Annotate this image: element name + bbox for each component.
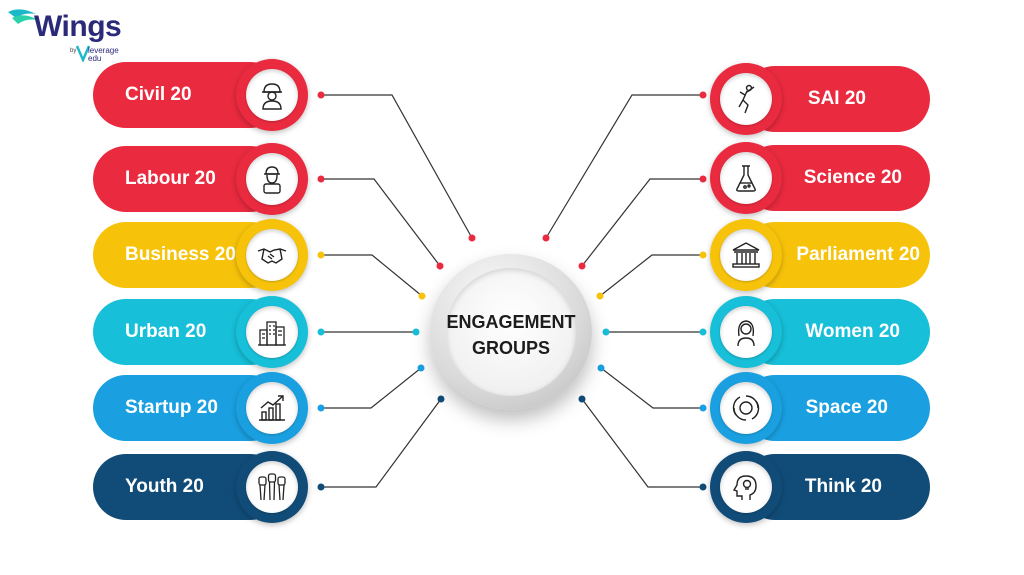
construction-worker-icon — [262, 83, 282, 110]
center-hub: ENGAGEMENT GROUPS — [430, 254, 592, 410]
dot-youth-inner — [437, 395, 445, 403]
dot-space-outer — [699, 404, 707, 412]
connector-science — [581, 178, 703, 267]
wings-logo: Wings by leverage edu — [6, 4, 126, 66]
connector-business — [321, 254, 423, 297]
connector-civil — [321, 94, 473, 239]
logo-sub-brand: leverage edu — [88, 47, 119, 63]
icon-ring-labour-20 — [236, 143, 308, 215]
connector-parliament — [599, 254, 703, 297]
dot-think-outer — [699, 483, 707, 491]
icon-ring-women-20 — [710, 296, 782, 368]
group-label-science-20: Science 20 — [803, 167, 902, 188]
dot-science-outer — [699, 175, 707, 183]
group-label-women-20: Women 20 — [805, 321, 900, 342]
connector-think — [581, 398, 703, 488]
group-label-youth-20: Youth 20 — [125, 476, 204, 497]
group-label-sai-20: SAI 20 — [807, 88, 866, 109]
icon-ring-science-20 — [710, 142, 782, 214]
wings-swoosh-icon — [8, 9, 38, 24]
orbit-icon — [732, 395, 760, 421]
center-title-line1: ENGAGEMENT — [446, 312, 576, 332]
dot-science-inner — [578, 262, 586, 270]
group-label-urban-20: Urban 20 — [125, 321, 207, 342]
dot-labour-outer — [317, 175, 325, 183]
logo-sub-brand-line2: edu — [88, 54, 102, 63]
group-label-think-20: Think 20 — [804, 476, 882, 497]
connector-sai — [545, 94, 703, 239]
connector-space — [600, 367, 703, 409]
group-label-labour-20: Labour 20 — [125, 168, 216, 189]
icon-ring-think-20 — [710, 451, 782, 523]
connector-startup — [321, 367, 422, 409]
leverage-v-icon — [76, 45, 90, 62]
icon-ring-parliament-20 — [710, 219, 782, 291]
dot-women-outer — [699, 328, 707, 336]
flask-icon — [736, 165, 756, 192]
group-label-business-20: Business 20 — [125, 244, 236, 265]
city-buildings-icon — [258, 321, 286, 346]
dot-space-inner — [597, 364, 605, 372]
group-label-space-20: Space 20 — [805, 397, 888, 418]
logo-by: by — [70, 48, 77, 54]
icon-ring-business-20 — [236, 219, 308, 291]
dot-startup-outer — [317, 404, 325, 412]
dot-urban-inner — [412, 328, 420, 336]
dot-parliament-outer — [699, 251, 707, 259]
growth-chart-icon — [259, 395, 285, 421]
logo-sub-brand-line1: leverage — [88, 46, 119, 55]
raised-fists-icon — [258, 473, 286, 501]
dot-urban-outer — [317, 328, 325, 336]
dot-sai-inner — [542, 234, 550, 242]
handshake-icon — [257, 248, 287, 264]
dot-business-outer — [317, 251, 325, 259]
dot-startup-inner — [417, 364, 425, 372]
group-label-parliament-20: Parliament 20 — [796, 244, 920, 265]
logo-brand: Wings — [34, 10, 122, 43]
icon-ring-sai-20 — [710, 63, 782, 135]
parliament-building-icon — [732, 242, 760, 268]
dot-civil-outer — [317, 91, 325, 99]
icon-ring-space-20 — [710, 372, 782, 444]
dot-women-inner — [602, 328, 610, 336]
worker-icon — [263, 166, 281, 194]
group-label-civil-20: Civil 20 — [125, 84, 192, 105]
dot-think-inner — [578, 395, 586, 403]
icon-ring-civil-20 — [236, 59, 308, 131]
dot-parliament-inner — [596, 292, 604, 300]
icon-ring-urban-20 — [236, 296, 308, 368]
connector-labour — [321, 178, 441, 267]
group-label-startup-20: Startup 20 — [125, 397, 218, 418]
athlete-icon — [738, 84, 755, 114]
dot-sai-outer — [699, 91, 707, 99]
icon-ring-startup-20 — [236, 372, 308, 444]
woman-icon — [737, 320, 755, 347]
icon-ring-youth-20 — [236, 451, 308, 523]
center-title-line2: GROUPS — [471, 338, 550, 358]
dot-youth-outer — [317, 483, 325, 491]
dot-labour-inner — [436, 262, 444, 270]
dot-business-inner — [418, 292, 426, 300]
head-idea-icon — [732, 475, 757, 500]
dot-civil-inner — [468, 234, 476, 242]
connector-youth — [321, 398, 442, 488]
